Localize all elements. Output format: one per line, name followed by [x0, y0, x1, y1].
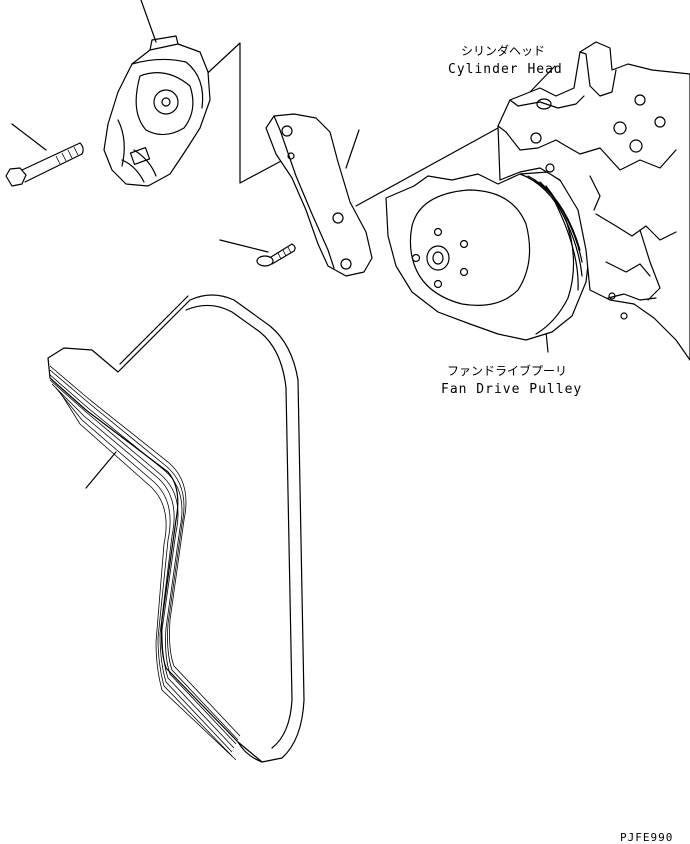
small-bolt — [256, 243, 296, 267]
long-bolt — [5, 142, 84, 187]
cylinder-head-label-en: Cylinder Head — [448, 62, 563, 77]
auto-tensioner — [103, 35, 211, 187]
mounting-bracket — [265, 113, 373, 277]
fan-drive-pulley — [385, 171, 591, 341]
cylinder-head-label-jp: シリンダヘッド — [461, 44, 546, 58]
fan-pulley-label-jp: ファンドライブプーリ — [447, 364, 568, 378]
fan-pulley-label-en: Fan Drive Pulley — [441, 382, 583, 397]
cylinder-head — [497, 41, 690, 361]
leader-lines — [11, 0, 556, 489]
v-ribbed-belt — [47, 294, 305, 763]
drawing-code: PJFE990 — [620, 831, 674, 844]
